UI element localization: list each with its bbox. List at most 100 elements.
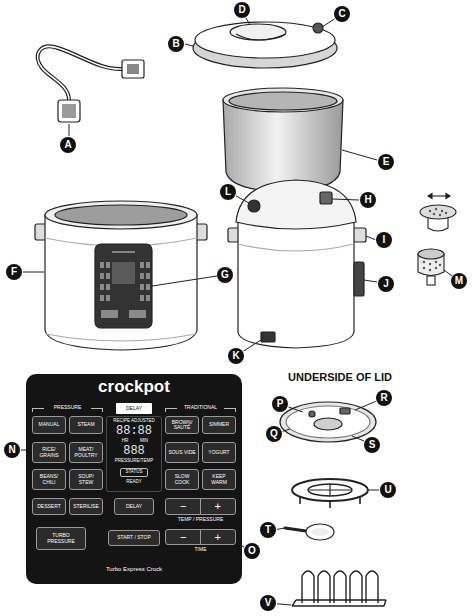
callout-letter: D [234, 2, 250, 18]
callout-letter: P [272, 396, 288, 412]
leader-lines [277, 604, 291, 605]
leader-lines [444, 270, 452, 276]
valve-holes [433, 213, 435, 215]
adjust-buttons: −+ [165, 498, 236, 515]
panel-buttons [140, 262, 144, 268]
leader-lines [23, 272, 44, 273]
lid-underside [280, 402, 376, 442]
button-label: STERILISE [73, 504, 99, 510]
cooker-with-lid [228, 180, 366, 348]
button-label: SIMMER [209, 422, 229, 428]
panel-buttons [100, 284, 104, 290]
panel-button: DESSERT [32, 498, 66, 515]
valve-parts [418, 194, 456, 286]
lid [230, 24, 286, 40]
button-label: BROWN/ SAUTÉ [167, 420, 197, 431]
valve-holes [429, 210, 431, 212]
callout-letter: G [217, 267, 233, 283]
inner-pot [223, 100, 343, 192]
trivet [292, 479, 368, 501]
button-label: START / STOP [117, 535, 151, 541]
lid-underside [340, 408, 350, 414]
power-cord [38, 46, 144, 122]
valve-parts [420, 205, 456, 219]
adjust-symbol: + [215, 501, 221, 512]
panel-button: SOUS VIDE [165, 442, 199, 463]
cooker-base [45, 201, 197, 229]
leader-lines [322, 19, 335, 27]
panel-buttons [146, 273, 150, 279]
callout-letter: U [380, 482, 396, 498]
panel-button: BROWN/ SAUTÉ [165, 416, 199, 434]
button-label: MANUAL [39, 422, 60, 428]
cooker-base [112, 251, 135, 252]
inner-pot [223, 88, 343, 112]
panel-button: DELAY [114, 498, 154, 515]
display-digits: 88:88 [116, 425, 152, 438]
button-label: BEANS/ CHILI [34, 474, 64, 485]
spoon [285, 528, 306, 531]
cooker-base [46, 334, 196, 341]
panel-buttons [100, 262, 104, 268]
valve-holes [439, 264, 441, 266]
valve-parts [427, 276, 435, 285]
display-area: RECIPE ADJUSTED88:88HRMIN888PRESSURE/TEM… [106, 416, 162, 492]
display-label: RECIPE ADJUSTED [113, 419, 155, 424]
power-cord [122, 60, 144, 78]
button-label: YOGURT [208, 450, 229, 456]
steam-rack [318, 571, 330, 603]
panel-button: BEANS/ CHILI [32, 469, 66, 490]
callout-letter: T [260, 522, 276, 538]
display-label: PRESSURE/TEMP [115, 459, 154, 464]
leader-lines [244, 340, 261, 351]
leader-lines [366, 236, 375, 240]
cooker-with-lid [320, 192, 332, 204]
leader-lines [246, 18, 250, 25]
display-label: HR [122, 439, 129, 444]
cooker-with-lid [248, 200, 260, 212]
adjust-buttons: −+ [165, 529, 236, 545]
adjust-symbol: − [180, 532, 186, 543]
panel-buttons [146, 284, 150, 290]
spoon [311, 528, 329, 536]
panel-buttons [106, 262, 110, 268]
panel-buttons [129, 310, 146, 318]
button-label: RICE/ GRAINS [34, 447, 64, 458]
valve-holes [423, 261, 425, 263]
steam-rack [350, 571, 362, 603]
valve-holes [423, 267, 425, 269]
valve-holes [435, 267, 437, 269]
panel-buttons [146, 295, 150, 301]
indicator-label: DELAY [126, 406, 142, 412]
panel-buttons [140, 284, 144, 290]
display-digits: 888 [123, 445, 145, 458]
brand-logo: crockpot [98, 378, 170, 397]
panel-button: YOGURT [202, 442, 236, 463]
trivet [292, 479, 368, 508]
leader-lines [355, 401, 376, 410]
power-cord [58, 100, 80, 122]
callout-letter: N [4, 442, 20, 458]
valve-holes [441, 210, 443, 212]
lid [195, 22, 335, 58]
power-cord [62, 104, 76, 118]
trivet [308, 484, 352, 496]
callout-letter: F [6, 264, 22, 280]
control-panel: crockpotPRESSURETRADITIONALTEMP / PRESSU… [26, 374, 242, 584]
panel-buttons [100, 295, 104, 301]
steam-rack [292, 600, 386, 606]
power-cord [38, 46, 122, 100]
panel-buttons [146, 262, 150, 268]
valve-parts [446, 194, 450, 199]
panel-button: MANUAL [32, 416, 66, 434]
leader-lines [332, 199, 359, 200]
button-label: TURBO PRESSURE [38, 533, 84, 544]
callout-letter: V [260, 595, 276, 611]
panel-buttons [106, 284, 110, 290]
panel-button: SOUP/ STEW [69, 469, 103, 490]
leader-lines [364, 280, 377, 282]
panel-buttons [140, 295, 144, 301]
panel-buttons [100, 273, 104, 279]
leader-lines [152, 276, 217, 286]
